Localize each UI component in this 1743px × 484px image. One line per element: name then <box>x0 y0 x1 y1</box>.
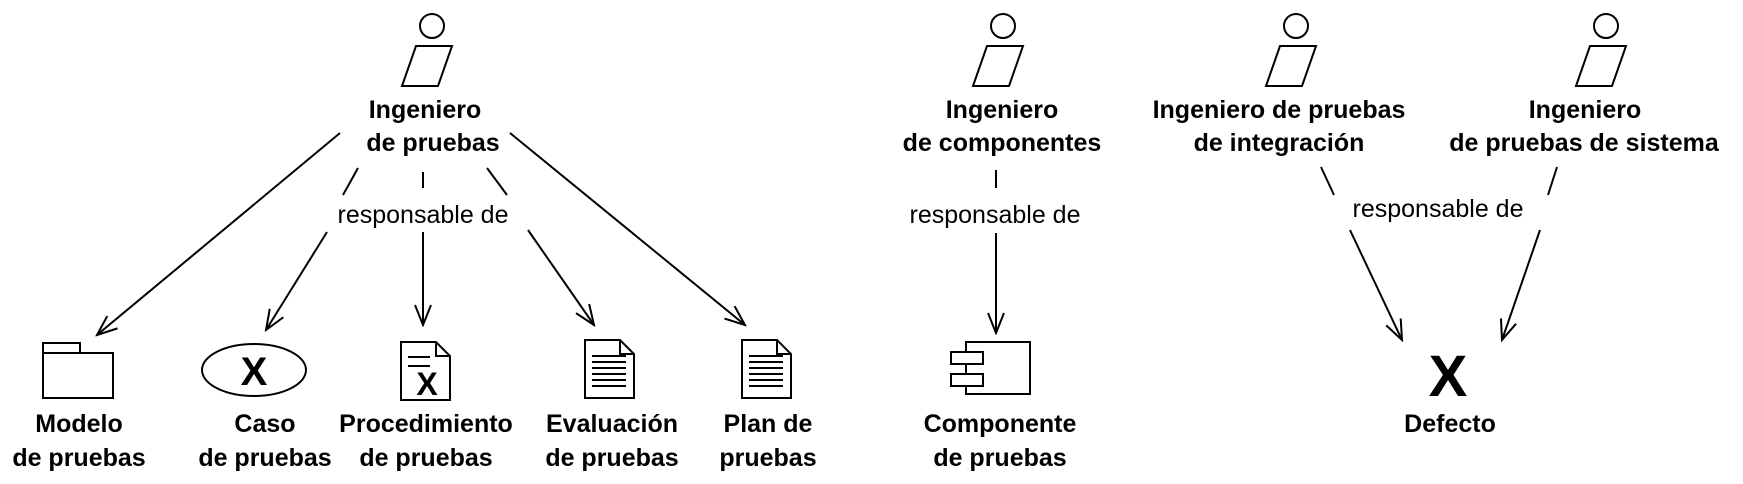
artifact-test-procedure-line2: de pruebas <box>359 444 492 472</box>
artifact-test-plan-line1: Plan de <box>724 410 813 438</box>
actor-system-test-engineer-line2: de pruebas de sistema <box>1449 129 1720 157</box>
arrow-integration-to-defect <box>1320 166 1335 196</box>
actor-component-engineer-line1: Ingeniero <box>946 96 1059 124</box>
actor-icon <box>400 13 454 87</box>
relation-label-right: responsable de <box>1353 195 1524 223</box>
test-evaluation-document-icon <box>584 339 635 399</box>
relation-label-left: responsable de <box>338 201 509 229</box>
artifact-defect-label: Defecto <box>1404 410 1496 438</box>
test-case-glyph: X <box>241 350 268 394</box>
actor-icon <box>1574 13 1628 87</box>
arrow-to-test-evaluation <box>527 229 594 325</box>
arrow-to-test-model <box>97 132 341 335</box>
arrow-system-to-defect <box>1547 166 1558 196</box>
actor-icon <box>971 13 1025 87</box>
test-procedure-glyph: X <box>416 366 438 402</box>
arrow-to-test-case <box>342 167 359 196</box>
actor-test-engineer-line1: Ingeniero <box>369 96 482 124</box>
artifact-test-procedure-line1: Procedimiento <box>339 410 513 438</box>
arrow-integration-to-defect <box>1349 229 1402 340</box>
artifact-test-component-line1: Componente <box>924 410 1077 438</box>
arrow-to-test-evaluation <box>486 167 508 196</box>
test-plan-document-icon <box>741 339 792 399</box>
defect-x-icon: X <box>1429 344 1468 409</box>
artifact-test-case-line2: de pruebas <box>198 444 331 472</box>
artifact-test-component-line2: de pruebas <box>933 444 1066 472</box>
folder-icon <box>42 342 114 399</box>
artifact-test-plan-line2: pruebas <box>719 444 816 472</box>
test-case-ellipse-icon: X <box>201 343 307 397</box>
actor-test-engineer-line2: de pruebas <box>366 129 499 157</box>
component-icon <box>950 341 1031 395</box>
artifact-test-model-line2: de pruebas <box>12 444 145 472</box>
artifact-test-model-line1: Modelo <box>35 410 123 438</box>
actor-integration-test-engineer-line2: de integración <box>1194 129 1365 157</box>
arrow-system-to-defect <box>1502 229 1541 340</box>
actor-component-engineer-line2: de componentes <box>903 129 1102 157</box>
actor-system-test-engineer-line1: Ingeniero <box>1529 96 1642 124</box>
arrow-to-test-case <box>266 231 328 330</box>
artifact-test-evaluation-line1: Evaluación <box>546 410 678 438</box>
test-procedure-document-icon: X <box>400 341 451 402</box>
arrow-to-test-plan <box>509 132 745 325</box>
actor-icon <box>1264 13 1318 87</box>
actor-integration-test-engineer-line1: Ingeniero de pruebas <box>1153 96 1406 124</box>
artifact-test-evaluation-line2: de pruebas <box>545 444 678 472</box>
relation-label-middle: responsable de <box>910 201 1081 229</box>
artifact-test-case-line1: Caso <box>234 410 295 438</box>
